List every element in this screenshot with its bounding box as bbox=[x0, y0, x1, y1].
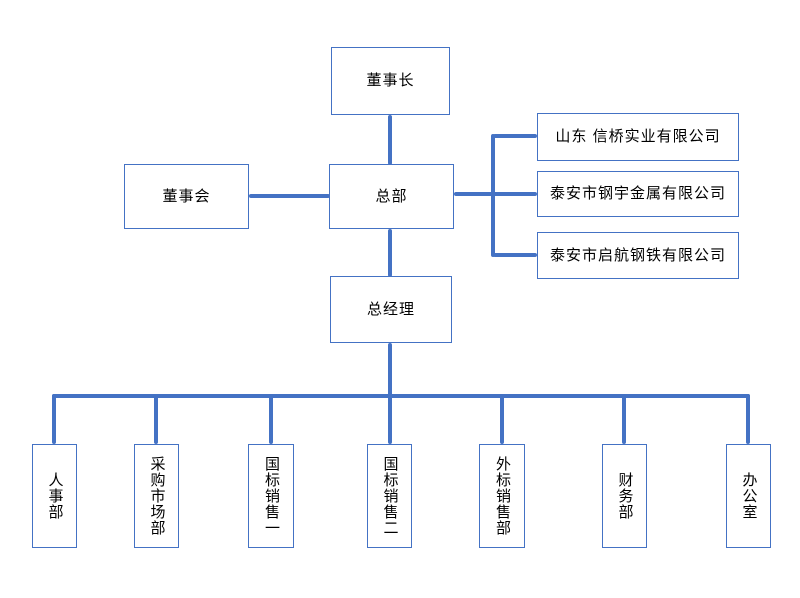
connector-drop-dept-purchasing-market bbox=[154, 394, 158, 444]
node-dept-hr: 人事部 bbox=[32, 444, 77, 548]
node-company3: 泰安市启航钢铁有限公司 bbox=[537, 232, 739, 279]
connector-board-hq bbox=[249, 194, 330, 198]
node-company2: 泰安市钢宇金属有限公司 bbox=[537, 171, 739, 217]
connector-drop-dept-office bbox=[746, 394, 750, 444]
connector-chairman-hq bbox=[388, 115, 392, 165]
node-hq: 总部 bbox=[329, 164, 454, 229]
node-dept-purchasing-market: 采购市场部 bbox=[134, 444, 179, 548]
connector-companies-bracket bbox=[491, 134, 495, 257]
connector-drop-dept-gb-sales-2 bbox=[388, 394, 392, 444]
connector-gm-bus bbox=[388, 343, 392, 396]
node-dept-gb-sales-1: 国标销售一 bbox=[248, 444, 294, 548]
connector-drop-dept-gb-sales-1 bbox=[269, 394, 273, 444]
node-chairman: 董事长 bbox=[331, 47, 450, 115]
connector-bracket-company1 bbox=[493, 134, 537, 138]
connector-hq-company2 bbox=[454, 192, 537, 196]
node-dept-finance: 财务部 bbox=[602, 444, 647, 548]
connector-departments-bus bbox=[52, 394, 750, 398]
node-dept-office: 办公室 bbox=[726, 444, 771, 548]
node-board: 董事会 bbox=[124, 164, 249, 229]
connector-hq-gm bbox=[388, 229, 392, 277]
connector-drop-dept-ext-sales bbox=[500, 394, 504, 444]
connector-drop-dept-finance bbox=[622, 394, 626, 444]
node-dept-ext-sales: 外标销售部 bbox=[479, 444, 525, 548]
connector-drop-dept-hr bbox=[52, 394, 56, 444]
node-gm: 总经理 bbox=[330, 276, 452, 343]
node-company1: 山东 信桥实业有限公司 bbox=[537, 113, 739, 161]
connector-bracket-company3 bbox=[493, 253, 537, 257]
node-dept-gb-sales-2: 国标销售二 bbox=[367, 444, 412, 548]
